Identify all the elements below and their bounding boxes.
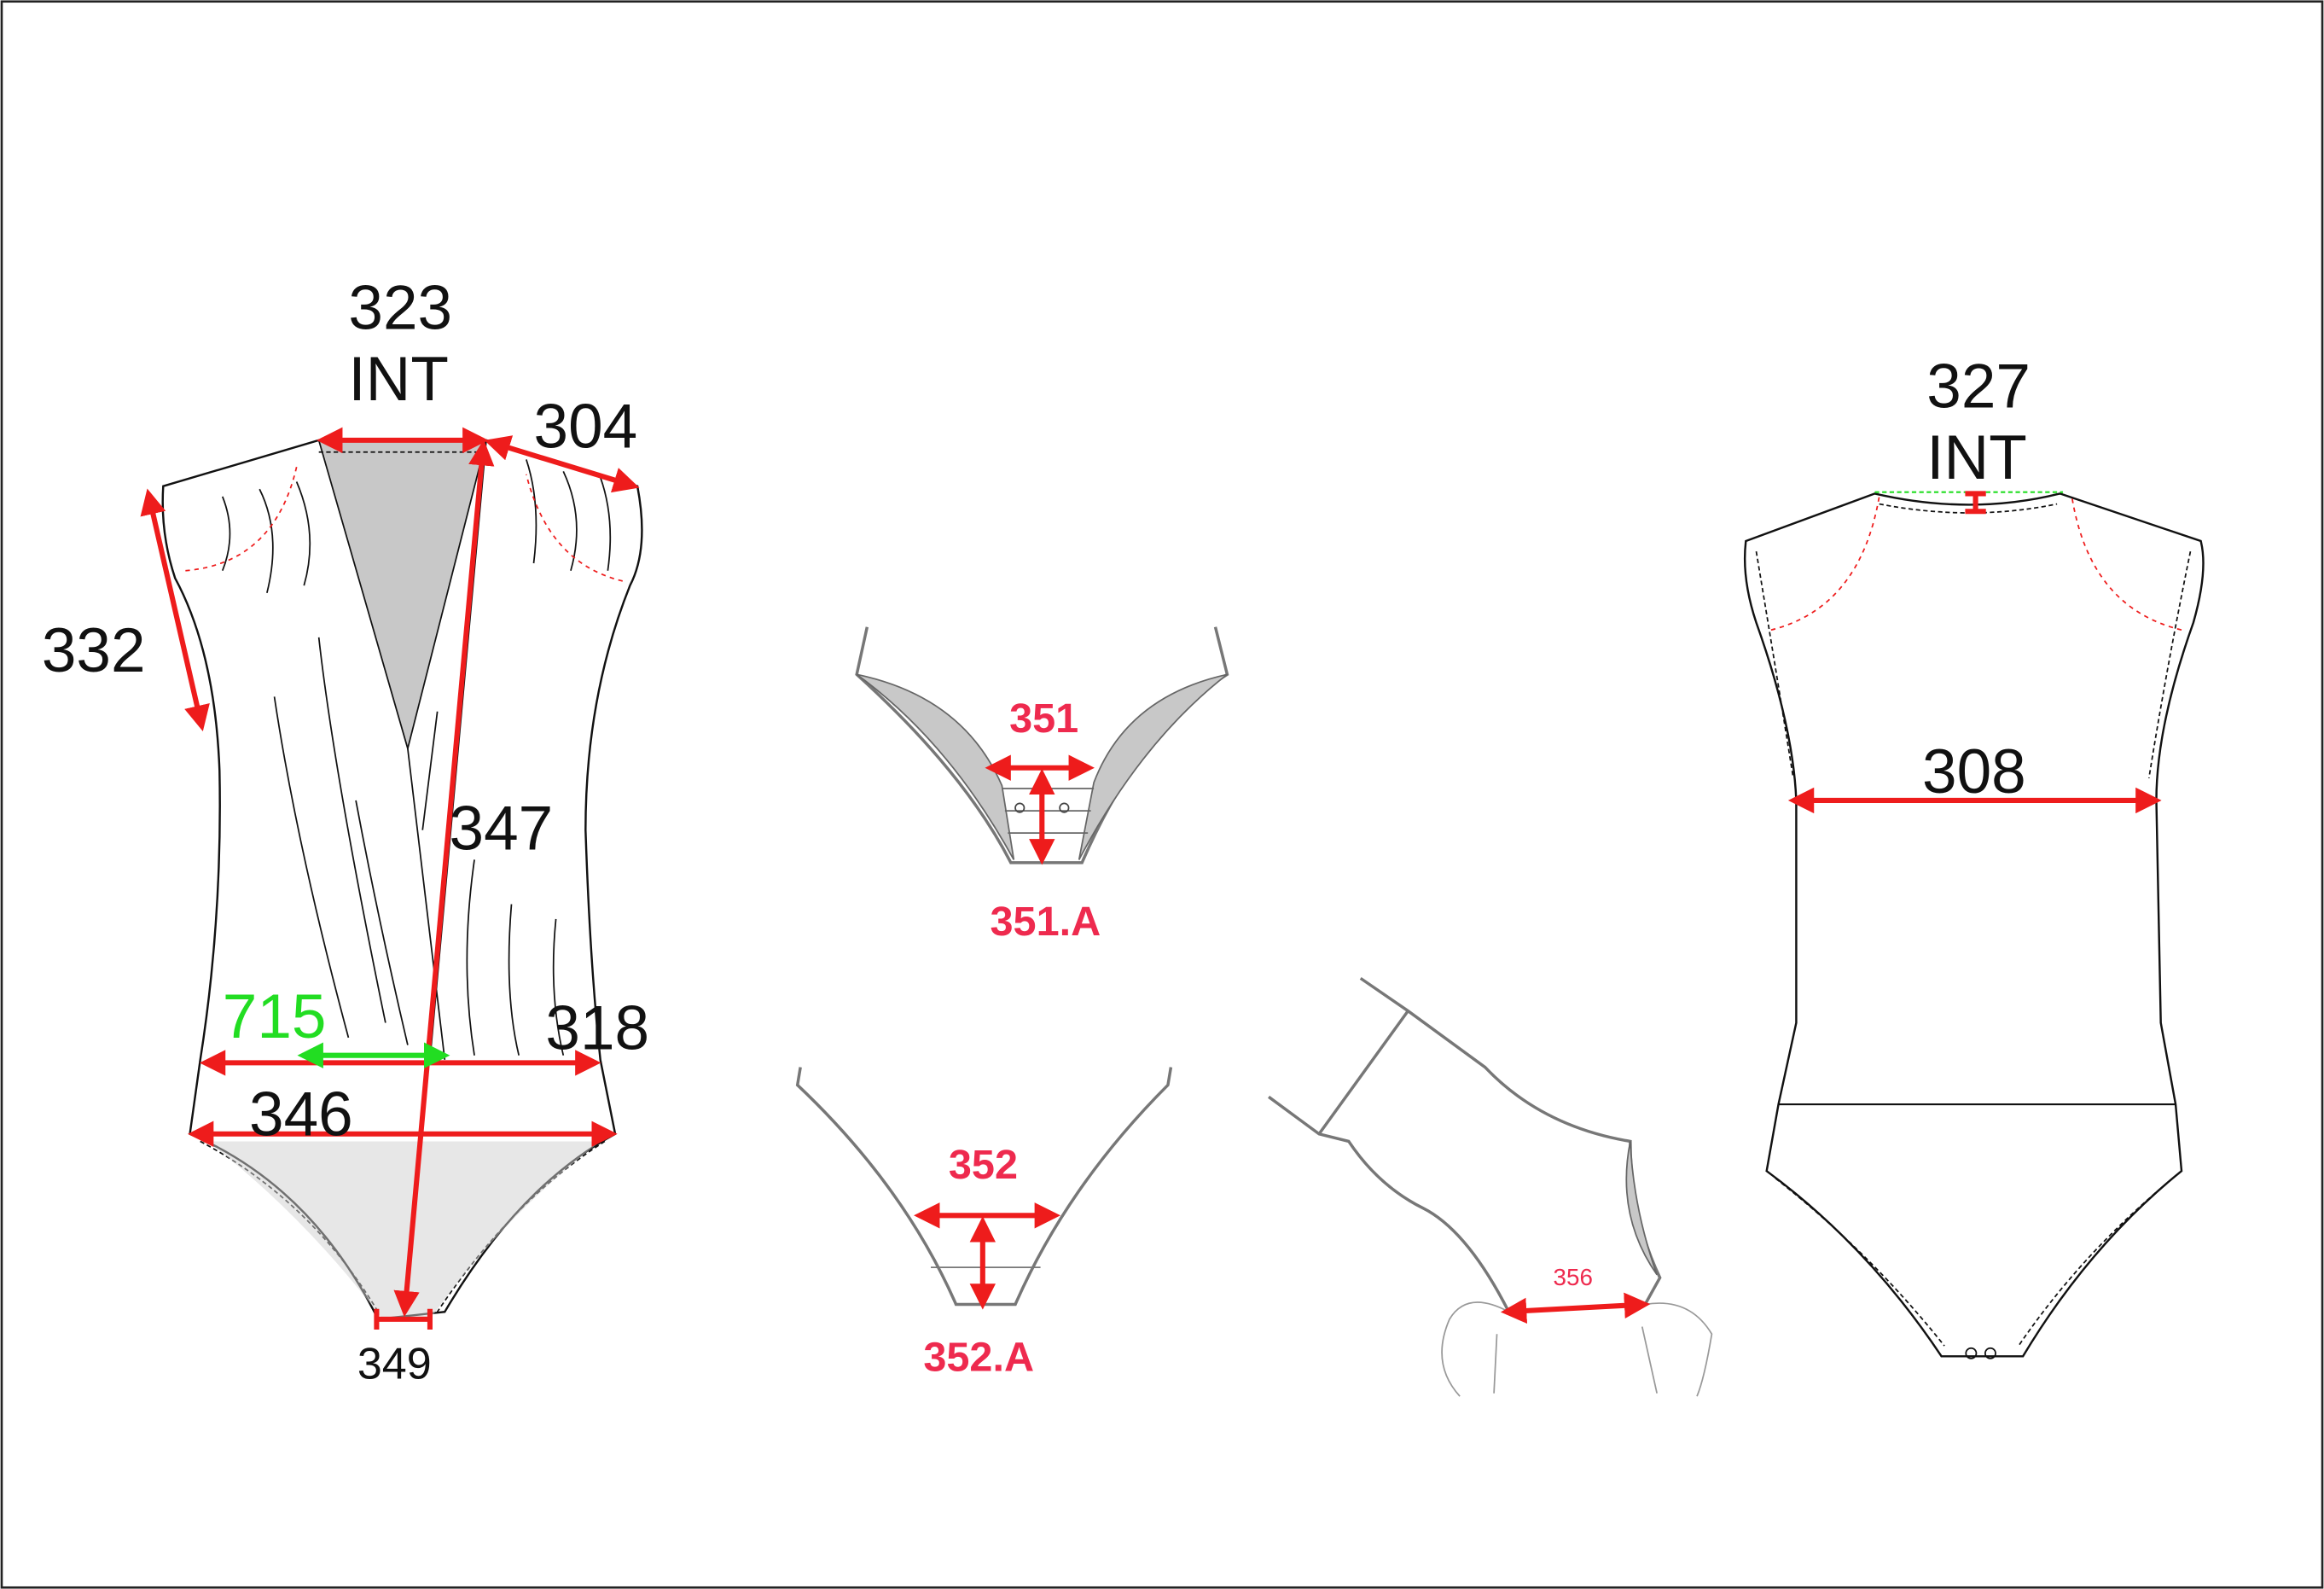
label-352a: 352.A [923, 1335, 1034, 1381]
label-304: 304 [534, 393, 638, 462]
front-gusset-detail: 351 351.A [855, 626, 1229, 945]
back-gusset-detail: 352 352.A [795, 1067, 1173, 1381]
measure-327-mark [1965, 491, 1986, 515]
label-351a: 351.A [991, 899, 1101, 945]
label-308: 308 [1922, 737, 2026, 806]
label-323-int: INT [348, 345, 449, 414]
label-347: 347 [450, 794, 554, 863]
label-715: 715 [223, 982, 327, 1051]
label-351: 351 [1009, 696, 1078, 742]
leg-stretch-detail: 356 [1268, 976, 1713, 1397]
label-346: 346 [249, 1080, 353, 1149]
label-356: 356 [1554, 1264, 1593, 1290]
measure-332-arrow [140, 488, 210, 732]
measure-356-arrow [1500, 1292, 1651, 1324]
hands-icon [1441, 1301, 1713, 1397]
label-323: 323 [348, 274, 452, 343]
measure-349-mark [374, 1308, 433, 1330]
label-352: 352 [949, 1142, 1018, 1188]
measure-304-arrow [484, 435, 640, 493]
label-327-int: INT [1926, 423, 2027, 492]
label-332: 332 [42, 616, 146, 685]
label-318: 318 [545, 994, 649, 1063]
measure-347-arrow [393, 439, 495, 1318]
label-327: 327 [1926, 352, 2031, 422]
front-measurements: 323 INT 304 332 347 715 318 346 349 [42, 274, 649, 1389]
label-349: 349 [357, 1339, 432, 1388]
back-measurements: 327 INT 308 [1787, 352, 2162, 814]
